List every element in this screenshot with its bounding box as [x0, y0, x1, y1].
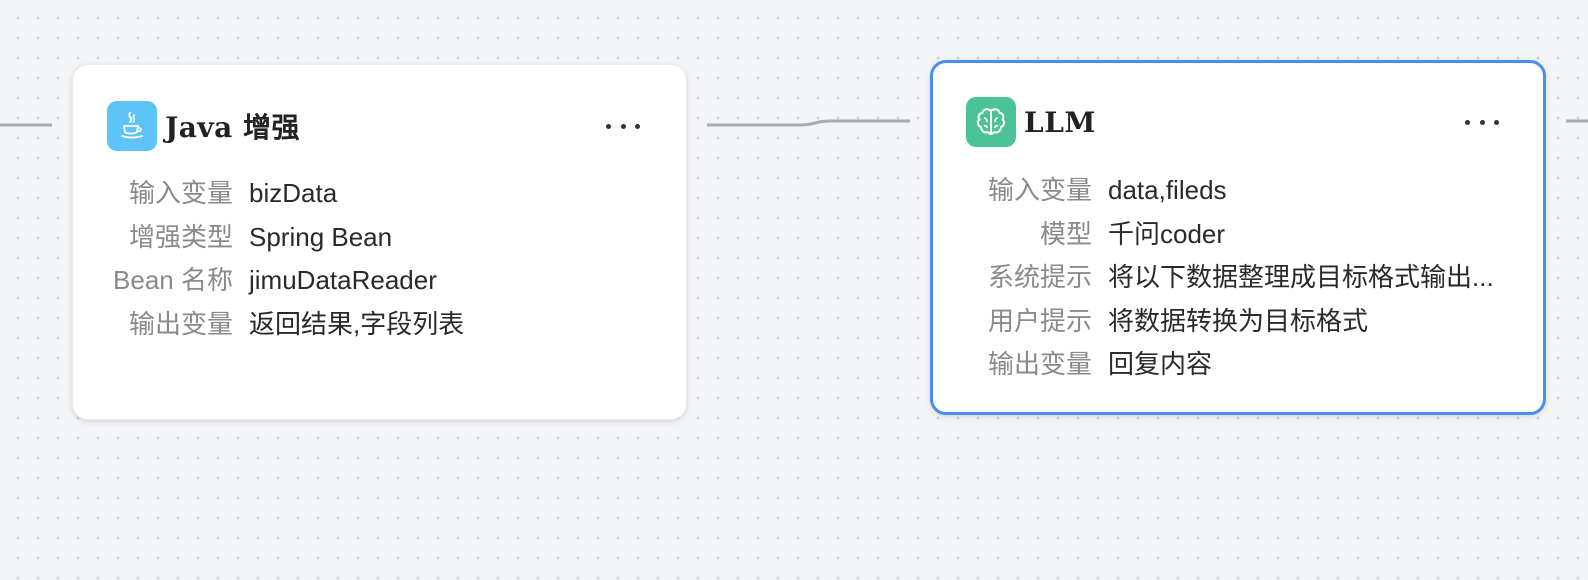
- node-properties: 输入变量 data,fileds 模型 千问coder 系统提示 将以下数据整理…: [966, 169, 1494, 387]
- more-dot-icon: [1494, 119, 1499, 125]
- prop-value: 将数据转换为目标格式: [1108, 305, 1369, 336]
- java-enhance-node[interactable]: Java 增强 输入变量 bizData 增强类型 Spring Bean Be…: [72, 64, 687, 420]
- more-dot-icon: [1479, 119, 1485, 125]
- prop-system-prompt: 系统提示 将以下数据整理成目标格式输出...: [966, 256, 1494, 300]
- prop-label: 用户提示: [987, 305, 1092, 336]
- edge-java-to-llm[interactable]: [707, 119, 910, 127]
- java-coffee-icon: [107, 101, 157, 151]
- prop-label: 增强类型: [128, 221, 233, 252]
- prop-enhance-type: 增强类型 Spring Bean: [107, 216, 464, 260]
- more-options-button[interactable]: [1460, 107, 1504, 137]
- node-title: LLM: [1024, 105, 1096, 139]
- prop-label: 系统提示: [987, 262, 1092, 292]
- prop-input-variable: 输入变量 bizData: [107, 172, 464, 216]
- brain-icon: [966, 97, 1016, 147]
- prop-value: Spring Bean: [249, 221, 393, 252]
- more-dot-icon: [635, 123, 640, 129]
- prop-value: 回复内容: [1108, 349, 1213, 379]
- prop-value: 将以下数据整理成目标格式输出...: [1108, 262, 1494, 292]
- more-dot-icon: [1465, 119, 1470, 125]
- prop-label: Bean 名称: [113, 265, 233, 295]
- node-header: LLM: [966, 97, 1096, 147]
- prop-value: data,fileds: [1108, 175, 1227, 205]
- prop-label: 模型: [1039, 218, 1092, 249]
- prop-label: 输入变量: [128, 178, 233, 208]
- prop-output-variable: 输出变量 回复内容: [966, 343, 1494, 387]
- prop-user-prompt: 用户提示 将数据转换为目标格式: [966, 300, 1494, 344]
- prop-output-variable: 输出变量 返回结果,字段列表: [107, 303, 464, 347]
- more-options-button[interactable]: [601, 111, 645, 141]
- more-dot-icon: [606, 123, 611, 129]
- prop-bean-name: Bean 名称 jimuDataReader: [107, 259, 464, 303]
- llm-node[interactable]: LLM 输入变量 data,fileds 模型 千问coder 系统提示 将以下…: [930, 60, 1546, 415]
- node-properties: 输入变量 bizData 增强类型 Spring Bean Bean 名称 ji…: [107, 172, 464, 346]
- node-header: Java 增强: [107, 101, 300, 151]
- prop-value: 千问coder: [1108, 218, 1226, 249]
- prop-model: 模型 千问coder: [966, 213, 1494, 257]
- prop-label: 输出变量: [987, 349, 1092, 379]
- prop-value: 返回结果,字段列表: [249, 308, 465, 339]
- prop-value: jimuDataReader: [249, 265, 437, 295]
- node-title: Java 增强: [165, 111, 301, 144]
- prop-value: bizData: [249, 178, 338, 208]
- prop-label: 输入变量: [987, 175, 1092, 205]
- prop-label: 输出变量: [128, 308, 233, 339]
- more-dot-icon: [620, 123, 626, 129]
- prop-input-variable: 输入变量 data,fileds: [966, 169, 1494, 213]
